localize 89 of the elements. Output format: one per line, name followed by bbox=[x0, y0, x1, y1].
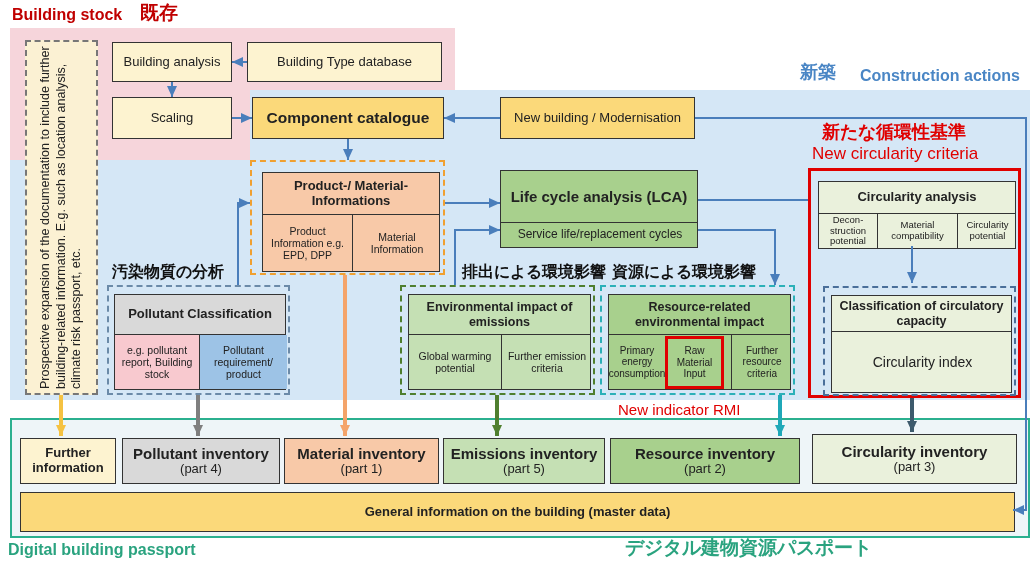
arrow bbox=[340, 275, 350, 436]
heading-text: 汚染物質の分析 bbox=[111, 262, 224, 281]
process-box bbox=[500, 97, 695, 139]
arrow bbox=[907, 398, 917, 432]
process-box bbox=[112, 42, 232, 82]
arrow bbox=[492, 395, 502, 436]
arrow bbox=[907, 245, 917, 284]
dashed-group-frame bbox=[250, 160, 445, 275]
box-label: General information on the building (master data) bbox=[363, 504, 672, 520]
arrow bbox=[237, 198, 251, 286]
table-cell: e.g. pollutant report, Building stock bbox=[115, 335, 199, 389]
heading-text: 新たな循環性基準 bbox=[822, 123, 966, 143]
box-heading: Life cycle analysis (LCA) bbox=[501, 171, 697, 223]
box-label: Building Type database bbox=[276, 54, 413, 70]
info-table bbox=[831, 295, 1012, 393]
note-box bbox=[25, 40, 98, 395]
inventory-box bbox=[443, 438, 605, 484]
box-label: Component catalogue bbox=[265, 109, 431, 127]
box-heading: Resource-related environmental impact bbox=[609, 295, 790, 335]
arrow bbox=[694, 117, 1027, 515]
box-label: Circularity inventory bbox=[840, 442, 989, 461]
table-cell-text: Global warming potential bbox=[417, 348, 493, 376]
part-label: (part 1) bbox=[339, 462, 383, 478]
heading-text: デジタル建物資源パスポート bbox=[625, 538, 872, 559]
info-table bbox=[262, 172, 440, 272]
table-cell: Material compatibility bbox=[877, 214, 957, 248]
info-table bbox=[818, 181, 1016, 249]
inventory-box bbox=[284, 438, 439, 484]
inventory-box bbox=[122, 438, 280, 484]
arrow bbox=[697, 229, 780, 286]
arrow bbox=[454, 225, 501, 286]
arrow bbox=[231, 113, 253, 123]
heading-text: Construction actions bbox=[860, 67, 1020, 85]
inventory-box bbox=[610, 438, 800, 484]
note-text: Prospective expansion of the documentation to include further building-related information. E.g. such as location analysis, climate risk passport, etc. bbox=[38, 46, 85, 389]
heading-text: 資源による環境影響 bbox=[611, 262, 756, 281]
table-cell: Pollutant requirement/ product bbox=[199, 335, 287, 389]
table-cell: Further resource criteria bbox=[731, 335, 792, 389]
heading-text: New circularity criteria bbox=[812, 145, 979, 164]
table-cell: Circularity potential bbox=[957, 214, 1017, 248]
heading-text: Digital building passport bbox=[8, 541, 196, 559]
table-cell: Further emission criteria bbox=[501, 335, 592, 389]
arrow bbox=[343, 138, 353, 161]
arrow bbox=[193, 395, 203, 436]
table-cell: Material Information bbox=[352, 215, 441, 271]
box-heading: Environmental impact of emissions bbox=[409, 295, 590, 335]
box-heading: Classification of circulatory capacity bbox=[832, 296, 1011, 332]
arrow bbox=[56, 395, 66, 436]
box-label: Further information bbox=[31, 446, 105, 476]
annotation-text: New indicator RMI bbox=[618, 402, 741, 419]
heading-text: 既存 bbox=[140, 3, 178, 24]
table-cell-text: Primary energy consumption bbox=[609, 343, 665, 381]
box-label: Pollutant inventory bbox=[132, 444, 270, 463]
process-box bbox=[252, 97, 444, 139]
part-label: (part 5) bbox=[502, 462, 545, 478]
connector-line bbox=[697, 199, 809, 201]
info-table bbox=[500, 170, 698, 248]
arrow bbox=[444, 198, 501, 208]
box-label: Resource inventory bbox=[633, 444, 776, 463]
inventory-box bbox=[812, 434, 1017, 484]
box-label: Emissions inventory bbox=[449, 444, 599, 463]
part-label: (part 2) bbox=[683, 462, 726, 478]
box-heading: Circularity analysis bbox=[819, 182, 1015, 214]
arrow bbox=[443, 113, 501, 123]
arrow bbox=[231, 57, 248, 67]
box-label: Raw Material Input bbox=[675, 345, 714, 380]
master-data-bar bbox=[20, 492, 1015, 532]
info-table bbox=[114, 294, 286, 390]
table-cell-text: Decon-struction potential bbox=[829, 214, 867, 248]
table-cell-text: Product Information e.g. EPD, DPP bbox=[270, 223, 345, 264]
process-box bbox=[112, 97, 232, 139]
part-label: (part 3) bbox=[893, 460, 936, 476]
box-label: Building analysis bbox=[122, 54, 222, 70]
inventory-box bbox=[20, 438, 116, 484]
box-heading: Product-/ Material-Informations bbox=[263, 173, 439, 215]
part-label: (part 4) bbox=[179, 462, 222, 478]
box-label: Scaling bbox=[149, 110, 195, 126]
heading-text: 排出による環境影響 bbox=[461, 262, 606, 281]
arrow bbox=[775, 395, 785, 436]
arrow bbox=[167, 81, 177, 98]
info-table bbox=[408, 294, 591, 390]
dashed-group-frame bbox=[823, 286, 1016, 396]
box-label: Material inventory bbox=[296, 444, 427, 463]
table-cell-text: Circularity index bbox=[871, 352, 974, 372]
box-label: New building / Modernisation bbox=[513, 110, 682, 126]
process-box bbox=[247, 42, 442, 82]
heading-text: 新築 bbox=[800, 63, 836, 83]
heading-text: Building stock bbox=[12, 6, 123, 24]
table-cell-text: Service life/replacement cycles bbox=[516, 226, 684, 244]
